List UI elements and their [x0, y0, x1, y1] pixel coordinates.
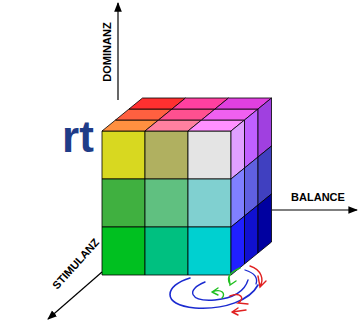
axis-line: [117, 3, 118, 100]
axis-label: BALANCE: [291, 192, 345, 203]
color-cube: [102, 98, 272, 275]
cube-cell: [188, 131, 231, 179]
cube-cell: [188, 227, 231, 275]
axis-label: DOMINANZ: [102, 22, 113, 81]
hand-scribble: [170, 266, 266, 315]
cube-cell: [188, 179, 231, 227]
cube-cell: [145, 179, 188, 227]
title-fragment: rt: [62, 115, 94, 159]
cube-cell: [231, 216, 245, 275]
cube-cell: [145, 131, 188, 179]
cube-cell: [102, 131, 145, 179]
cube-cell: [258, 194, 272, 253]
cube-cell: [102, 227, 145, 275]
cube-cell: [102, 179, 145, 227]
axis-label: STIMULANZ: [51, 237, 102, 292]
axis-line: [272, 209, 357, 210]
cube-cell: [145, 227, 188, 275]
cube-cell: [245, 205, 259, 264]
